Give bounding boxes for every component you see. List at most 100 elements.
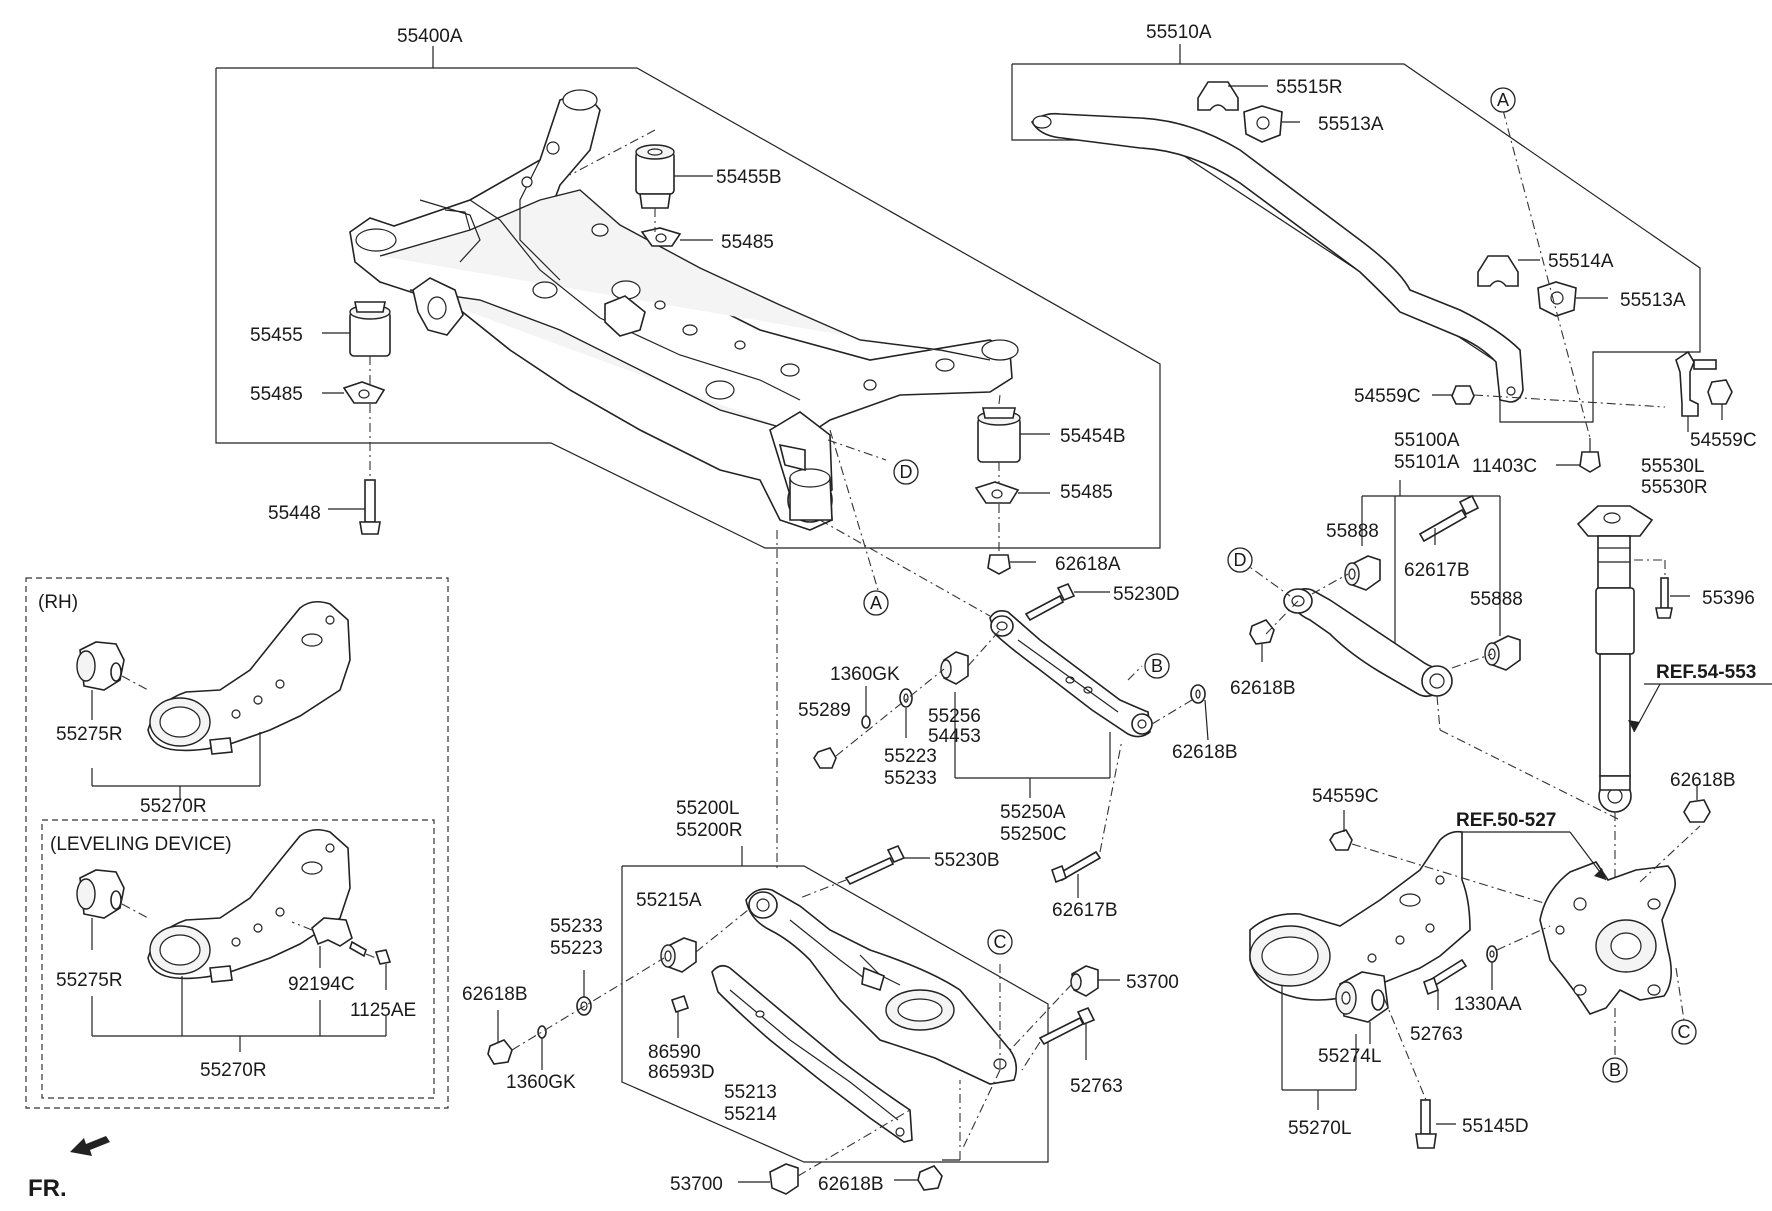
label-62617B-upper: 62617B (1404, 560, 1470, 581)
label-62618B-lower-left: 62618B (462, 984, 528, 1005)
bracket-55515R (1197, 81, 1268, 111)
label-55530L: 55530L (1641, 456, 1704, 477)
label-ref-54-553: REF.54-553 (1656, 662, 1756, 683)
bolt-55230B (844, 844, 930, 886)
label-55513A-bottom: 55513A (1620, 290, 1686, 311)
label-54559C-trailing: 54559C (1312, 786, 1379, 807)
knuckle-group (1460, 825, 1701, 1058)
bushing-55274L (1335, 971, 1389, 1044)
callout-C-knuckle: C (1671, 1019, 1697, 1045)
bushing-55454B (977, 407, 1050, 463)
label-55213: 55213 (724, 1082, 777, 1103)
label-55250A: 55250A (1000, 802, 1066, 823)
trailing-arm-left-group (1249, 810, 1561, 1149)
callout-D-upper-arm: D (1227, 547, 1253, 573)
label-1330AA: 1330AA (1454, 994, 1522, 1015)
callout-A-top: A (1490, 87, 1516, 113)
label-55270L: 55270L (1288, 1118, 1351, 1139)
bolt-11403C (1556, 438, 1601, 473)
svg-text:B: B (1609, 1060, 1621, 1080)
label-53700-right: 53700 (1126, 972, 1179, 993)
knuckle (1539, 861, 1676, 1015)
nut-62618B-shock (1683, 784, 1711, 823)
label-55215A: 55215A (636, 890, 702, 911)
trailing-arm-55270L (1249, 830, 1471, 1001)
label-55455: 55455 (250, 325, 303, 346)
plate-55485-left (322, 381, 386, 404)
label-55396: 55396 (1702, 588, 1755, 609)
nut-62618B-upper-arm (1249, 619, 1275, 662)
lower-arm-55200L (745, 888, 1018, 1085)
rh-box (25, 577, 449, 1109)
label-55530R: 55530R (1641, 477, 1708, 498)
label-55270R-leveling: 55270R (200, 1060, 267, 1081)
label-55223-lower: 55223 (550, 938, 603, 959)
label-rh: (RH) (38, 592, 78, 613)
bushing-55275R-leveling (76, 869, 125, 919)
label-55256: 55256 (928, 706, 981, 727)
washer-1330AA (1486, 945, 1498, 990)
label-55275R-top: 55275R (56, 724, 123, 745)
trailing-arm-55270R-top (147, 600, 351, 755)
upper-arm-55100A (1283, 588, 1453, 698)
bushing-55888-upper (1344, 555, 1381, 591)
bushing-55256 (940, 651, 969, 685)
upper-arm-group (1239, 480, 1621, 821)
label-62618B-shock: 62618B (1670, 770, 1736, 791)
bushing-55455 (322, 301, 391, 357)
nut-62618A (987, 554, 1036, 575)
front-direction-arrow-icon (70, 1136, 110, 1156)
label-92194C: 92194C (288, 974, 355, 995)
bushing-55275R-top (76, 641, 125, 691)
bushing-55513A-top (1243, 105, 1300, 143)
lateral-arm-group (813, 582, 1209, 898)
bushing-55888-lower (1484, 635, 1521, 671)
bolt-86590 (670, 994, 690, 1038)
label-1125AE: 1125AE (350, 1000, 416, 1021)
nut-54559C-trailing (1329, 810, 1353, 851)
label-55514A: 55514A (1548, 251, 1614, 272)
label-55510A: 55510A (1146, 22, 1212, 43)
label-11403C: 11403C (1472, 456, 1537, 477)
label-55888-lower: 55888 (1470, 589, 1523, 610)
label-55230D: 55230D (1113, 584, 1180, 605)
washer-1360GK-lateral (861, 686, 871, 729)
label-55233-lateral: 55233 (884, 768, 937, 789)
nut-62618B-lateral (1190, 684, 1209, 741)
callout-B-lateral: B (1144, 653, 1170, 679)
bolt-55145D (1415, 1099, 1456, 1149)
label-55100A: 55100A (1394, 430, 1460, 451)
bushing-55513A-bottom (1537, 281, 1608, 317)
bushing-55215A (660, 937, 697, 973)
label-55448: 55448 (268, 503, 321, 524)
label-55274L: 55274L (1318, 1046, 1381, 1067)
crossmember-group (215, 46, 1161, 575)
bolt-55396 (1655, 577, 1690, 619)
bushing-53700-bottom (738, 1163, 799, 1195)
label-55233-lower: 55233 (550, 916, 603, 937)
label-52763-trailing: 52763 (1410, 1024, 1463, 1045)
label-55289: 55289 (798, 700, 851, 721)
label-86593D: 86593D (648, 1062, 715, 1083)
label-1360GK-lower: 1360GK (506, 1072, 576, 1093)
nut-62618B-lower-left (487, 1010, 513, 1065)
bolt-62617B-lower (1051, 850, 1102, 898)
label-55145D: 55145D (1462, 1116, 1529, 1137)
bracket-55514A (1477, 255, 1540, 287)
label-62617B-lower: 62617B (1052, 900, 1118, 921)
callout-B-knuckle: B (1602, 1057, 1628, 1083)
label-62618B-lateral: 62618B (1172, 742, 1238, 763)
label-55250C: 55250C (1000, 824, 1067, 845)
label-52763-lower-arm: 52763 (1070, 1076, 1123, 1097)
label-54559C-left: 54559C (1354, 386, 1421, 407)
label-62618B-lower-bottom: 62618B (818, 1174, 884, 1195)
svg-text:A: A (870, 593, 882, 613)
trailing-arm-55270R-leveling (147, 828, 351, 983)
washer-1360GK-lower (537, 1025, 547, 1070)
label-55270R-top: 55270R (140, 796, 207, 817)
label-54559C-right: 54559C (1690, 430, 1757, 451)
bolt-1125AE (349, 940, 392, 990)
label-55200R: 55200R (676, 820, 743, 841)
label-55513A-top: 55513A (1318, 114, 1384, 135)
